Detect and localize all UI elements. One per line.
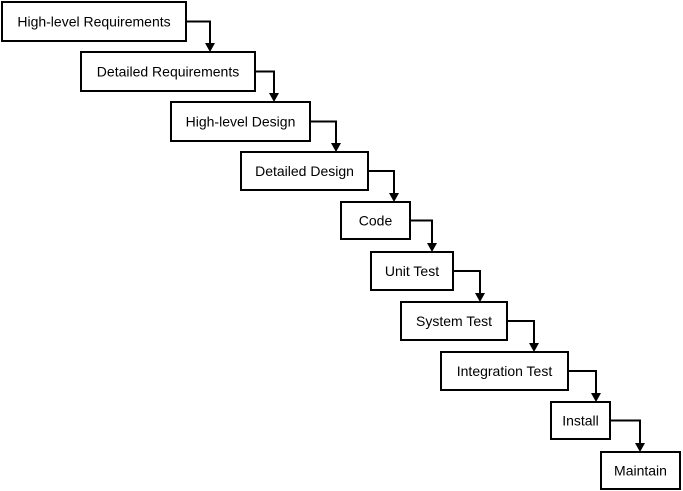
- arrow-head-unit-test-to-system-test: [475, 293, 485, 302]
- arrow-detailed-design-to-code: [368, 170, 399, 202]
- stage-high-level-design: High-level Design: [170, 101, 311, 142]
- stage-label-install: Install: [562, 413, 599, 429]
- arrow-high-level-requirements-to-detailed-requirements: [186, 20, 215, 52]
- arrow-head-high-level-design-to-detailed-design: [331, 143, 341, 152]
- stage-box-code: [340, 201, 411, 240]
- arrow-head-detailed-requirements-to-high-level-design: [269, 93, 279, 102]
- arrow-head-integration-test-to-install: [591, 393, 601, 402]
- arrow-line-unit-test-to-system-test: [453, 270, 481, 293]
- arrow-line-high-level-requirements-to-detailed-requirements: [186, 20, 211, 43]
- arrow-detailed-requirements-to-high-level-design: [255, 70, 279, 102]
- stage-label-maintain: Maintain: [614, 463, 667, 479]
- arrow-system-test-to-integration-test: [507, 320, 539, 352]
- stage-unit-test: Unit Test: [370, 251, 454, 291]
- stage-integration-test: Integration Test: [440, 351, 569, 391]
- stage-box-detailed-requirements: [80, 51, 256, 92]
- stage-detailed-design: Detailed Design: [240, 151, 369, 191]
- arrow-line-install-to-maintain: [610, 419, 641, 443]
- arrow-unit-test-to-system-test: [453, 270, 485, 302]
- stage-label-detailed-design: Detailed Design: [255, 163, 354, 179]
- arrow-head-detailed-design-to-code: [389, 193, 399, 202]
- arrow-code-to-unit-test: [410, 219, 437, 252]
- arrow-line-high-level-design-to-detailed-design: [310, 120, 337, 143]
- arrow-high-level-design-to-detailed-design: [310, 120, 341, 152]
- stage-code: Code: [340, 201, 411, 240]
- stage-box-install: [550, 401, 611, 440]
- stage-label-high-level-requirements: High-level Requirements: [17, 14, 170, 30]
- stage-box-high-level-requirements: [1, 1, 187, 42]
- stage-box-system-test: [400, 301, 508, 341]
- stage-label-integration-test: Integration Test: [457, 363, 553, 379]
- stage-box-maintain: [600, 451, 681, 490]
- arrow-integration-test-to-install: [568, 370, 601, 402]
- stage-label-code: Code: [359, 213, 393, 229]
- stage-system-test: System Test: [400, 301, 508, 341]
- stage-label-detailed-requirements: Detailed Requirements: [97, 64, 239, 80]
- stage-detailed-requirements: Detailed Requirements: [80, 51, 256, 92]
- stage-box-detailed-design: [240, 151, 369, 191]
- arrow-line-detailed-design-to-code: [368, 170, 395, 193]
- arrow-line-code-to-unit-test: [410, 219, 433, 243]
- stage-maintain: Maintain: [600, 451, 681, 490]
- stage-install: Install: [550, 401, 611, 440]
- stage-box-integration-test: [440, 351, 569, 391]
- arrow-line-system-test-to-integration-test: [507, 320, 535, 343]
- arrow-head-system-test-to-integration-test: [529, 343, 539, 352]
- arrow-head-high-level-requirements-to-detailed-requirements: [205, 43, 215, 52]
- stage-box-high-level-design: [170, 101, 311, 142]
- stage-high-level-requirements: High-level Requirements: [1, 1, 187, 42]
- stage-label-system-test: System Test: [416, 313, 492, 329]
- stage-box-unit-test: [370, 251, 454, 291]
- arrow-line-integration-test-to-install: [568, 370, 597, 393]
- arrow-head-install-to-maintain: [635, 443, 645, 452]
- arrow-line-detailed-requirements-to-high-level-design: [255, 70, 275, 93]
- arrow-install-to-maintain: [610, 419, 645, 452]
- stage-label-unit-test: Unit Test: [385, 263, 439, 279]
- connectors: [186, 20, 645, 452]
- arrow-head-code-to-unit-test: [427, 243, 437, 252]
- stage-label-high-level-design: High-level Design: [186, 114, 296, 130]
